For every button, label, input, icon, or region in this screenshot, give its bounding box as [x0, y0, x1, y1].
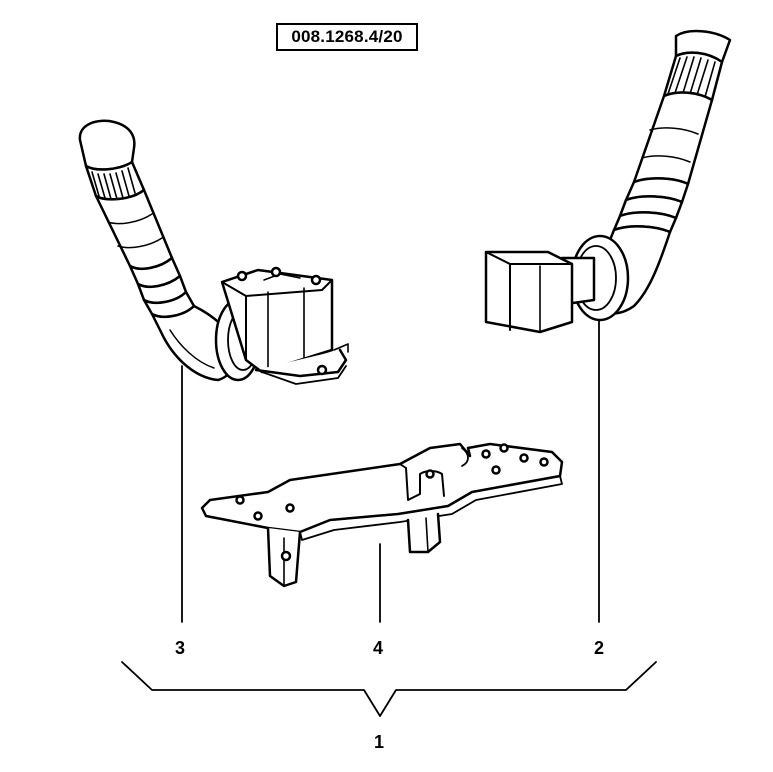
mounting-bracket [200, 442, 564, 588]
drawing-code: 008.1268.4/20 [276, 23, 418, 51]
callout-2: 2 [593, 638, 604, 658]
assembly-brace [121, 661, 657, 717]
callout-3: 3 [174, 638, 185, 658]
leader-lines [181, 319, 600, 623]
callout-4: 4 [372, 638, 383, 658]
callout-1: 1 [373, 732, 384, 752]
left-stalk-switch [78, 119, 349, 385]
right-stalk-switch [484, 29, 732, 334]
